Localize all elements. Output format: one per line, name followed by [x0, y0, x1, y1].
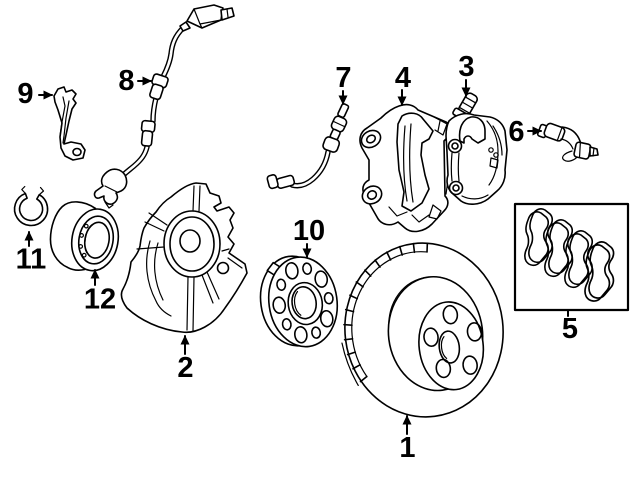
brake-hose-drawing: [266, 103, 350, 190]
splash-shield-drawing: [120, 182, 248, 334]
sensor-bracket-drawing: [53, 86, 86, 161]
cable-sleeve: [140, 119, 156, 147]
rotor-vent-ticks: [343, 242, 429, 383]
callout-1: 1: [399, 415, 416, 464]
callout-1-label: 1: [399, 432, 415, 464]
sensor-head: [93, 168, 128, 209]
callout-12: 12: [84, 269, 116, 316]
hub-bolt-holes: [272, 262, 334, 344]
callout-3-label: 3: [458, 51, 474, 83]
callout-7: 7: [335, 62, 352, 105]
callout-9-label: 9: [17, 78, 33, 110]
brake-caliper-drawing: [445, 92, 508, 205]
callout-7-label: 7: [335, 62, 351, 94]
callout-11-label: 11: [16, 244, 47, 276]
cable-grommet: [149, 73, 169, 101]
callout-12-label: 12: [84, 284, 116, 316]
callout-11: 11: [16, 231, 47, 276]
brake-pad-set-box: [513, 202, 630, 312]
wear-sensor-drawing: [536, 122, 599, 162]
callout-6-label: 6: [508, 116, 524, 148]
callout-2-label: 2: [177, 352, 193, 384]
callout-10: 10: [293, 215, 325, 258]
callout-6: 6: [508, 116, 542, 148]
callout-5: 5: [562, 309, 578, 345]
brake-rotor-drawing: [341, 242, 504, 418]
callout-9: 9: [17, 78, 53, 110]
sensor-connector: [179, 4, 235, 32]
callouts: 1 2 3 4 5 6 7 8: [16, 51, 578, 464]
callout-8-label: 8: [118, 65, 134, 97]
wheel-bearing-drawing: [49, 201, 120, 272]
callout-4: 4: [395, 62, 411, 106]
callout-4-label: 4: [395, 62, 411, 94]
abs-sensor-drawing: [93, 4, 235, 209]
snap-ring-drawing: [13, 185, 49, 227]
rotor-bolt-holes: [423, 304, 483, 379]
callout-10-label: 10: [293, 215, 325, 247]
caliper-bracket-drawing: [359, 103, 453, 233]
callout-2: 2: [177, 335, 194, 384]
callout-5-label: 5: [562, 313, 578, 345]
callout-3: 3: [458, 51, 475, 97]
wheel-hub-drawing: [259, 255, 339, 348]
callout-8: 8: [118, 65, 152, 97]
